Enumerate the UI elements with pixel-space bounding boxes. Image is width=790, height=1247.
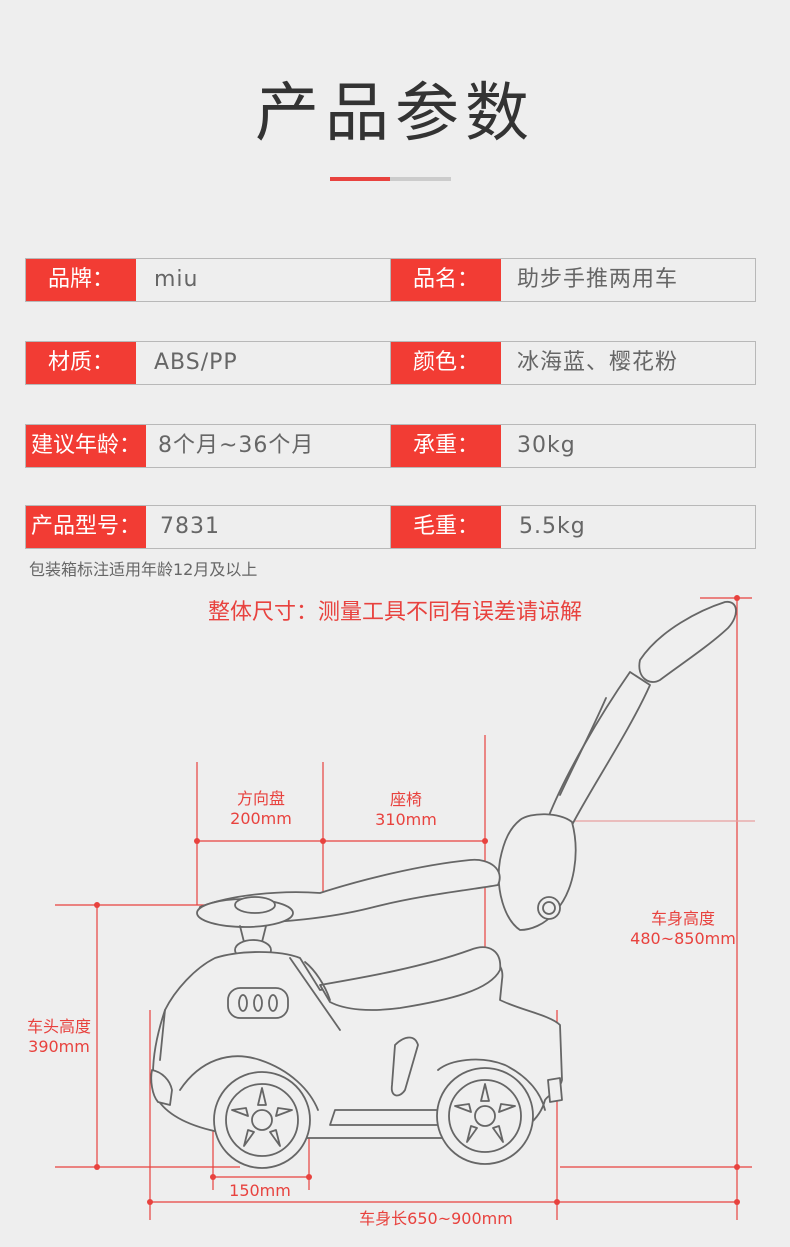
body-height-value-label: 480~850mm xyxy=(630,929,736,948)
dimension-diagram: 方向盘 200mm 座椅 310mm 车身高度 480~850mm 车头高度 3… xyxy=(27,595,755,1228)
title-underline-accent xyxy=(330,177,390,181)
seat-value-label: 310mm xyxy=(375,810,437,829)
front-height-value-label: 390mm xyxy=(28,1037,90,1056)
steering-name-label: 方向盘 xyxy=(237,789,285,808)
steering-value-label: 200mm xyxy=(230,809,292,828)
body-length-label: 车身长650~900mm xyxy=(359,1209,513,1228)
spec-value: 7831 xyxy=(160,514,220,539)
wheel-width-label: 150mm xyxy=(229,1181,291,1200)
spec-value: ABS/PP xyxy=(154,350,238,375)
dimensions-heading: 整体尺寸：测量工具不同有误差请谅解 xyxy=(207,600,582,625)
spec-label: 品牌： xyxy=(26,259,136,301)
dimension-lines xyxy=(55,595,755,1220)
spec-label: 毛重： xyxy=(391,506,501,548)
dimension-labels: 方向盘 200mm 座椅 310mm 车身高度 480~850mm 车头高度 3… xyxy=(27,789,736,1228)
spec-value: 冰海蓝、樱花粉 xyxy=(517,350,679,375)
spec-value: 5.5kg xyxy=(519,514,586,539)
spec-row-1: 品牌： miu 品名： 助步手推两用车 xyxy=(25,258,756,302)
spec-cell-color: 颜色： 冰海蓝、樱花粉 xyxy=(390,341,756,385)
spec-row-2: 材质： ABS/PP 颜色： 冰海蓝、樱花粉 xyxy=(25,341,756,385)
rear-wheel-icon xyxy=(436,1067,534,1165)
spec-value: 助步手推两用车 xyxy=(517,267,679,292)
spec-label: 建议年龄： xyxy=(26,425,146,467)
spec-cell-material: 材质： ABS/PP xyxy=(25,341,391,385)
body-height-name-label: 车身高度 xyxy=(651,909,715,928)
title-underline xyxy=(330,177,451,181)
spec-value: 8个月~36个月 xyxy=(158,433,315,458)
spec-label: 产品型号： xyxy=(26,506,146,548)
spec-label: 品名： xyxy=(391,259,501,301)
spec-label: 材质： xyxy=(26,342,136,384)
spec-cell-model: 产品型号： 7831 xyxy=(25,505,391,549)
front-wheel-icon xyxy=(213,1071,311,1169)
spec-cell-gross-weight: 毛重： 5.5kg xyxy=(390,505,756,549)
spec-cell-age: 建议年龄： 8个月~36个月 xyxy=(25,424,391,468)
spec-row-3: 建议年龄： 8个月~36个月 承重： 30kg xyxy=(25,424,756,468)
spec-cell-load: 承重： 30kg xyxy=(390,424,756,468)
spec-value: 30kg xyxy=(517,433,576,458)
front-height-name-label: 车头高度 xyxy=(27,1017,91,1036)
spec-cell-brand: 品牌： miu xyxy=(25,258,391,302)
spec-row-4: 产品型号： 7831 毛重： 5.5kg xyxy=(25,505,756,549)
spec-label: 承重： xyxy=(391,425,501,467)
page-title: 产品参数 xyxy=(255,77,535,151)
grille-icon xyxy=(227,987,289,1019)
spec-label: 颜色： xyxy=(391,342,501,384)
age-note: 包装箱标注适用年龄12月及以上 xyxy=(29,560,258,579)
spec-value: miu xyxy=(154,267,199,292)
ride-on-car-illustration xyxy=(150,601,737,1169)
spec-cell-product-name: 品名： 助步手推两用车 xyxy=(390,258,756,302)
seat-name-label: 座椅 xyxy=(390,790,422,809)
